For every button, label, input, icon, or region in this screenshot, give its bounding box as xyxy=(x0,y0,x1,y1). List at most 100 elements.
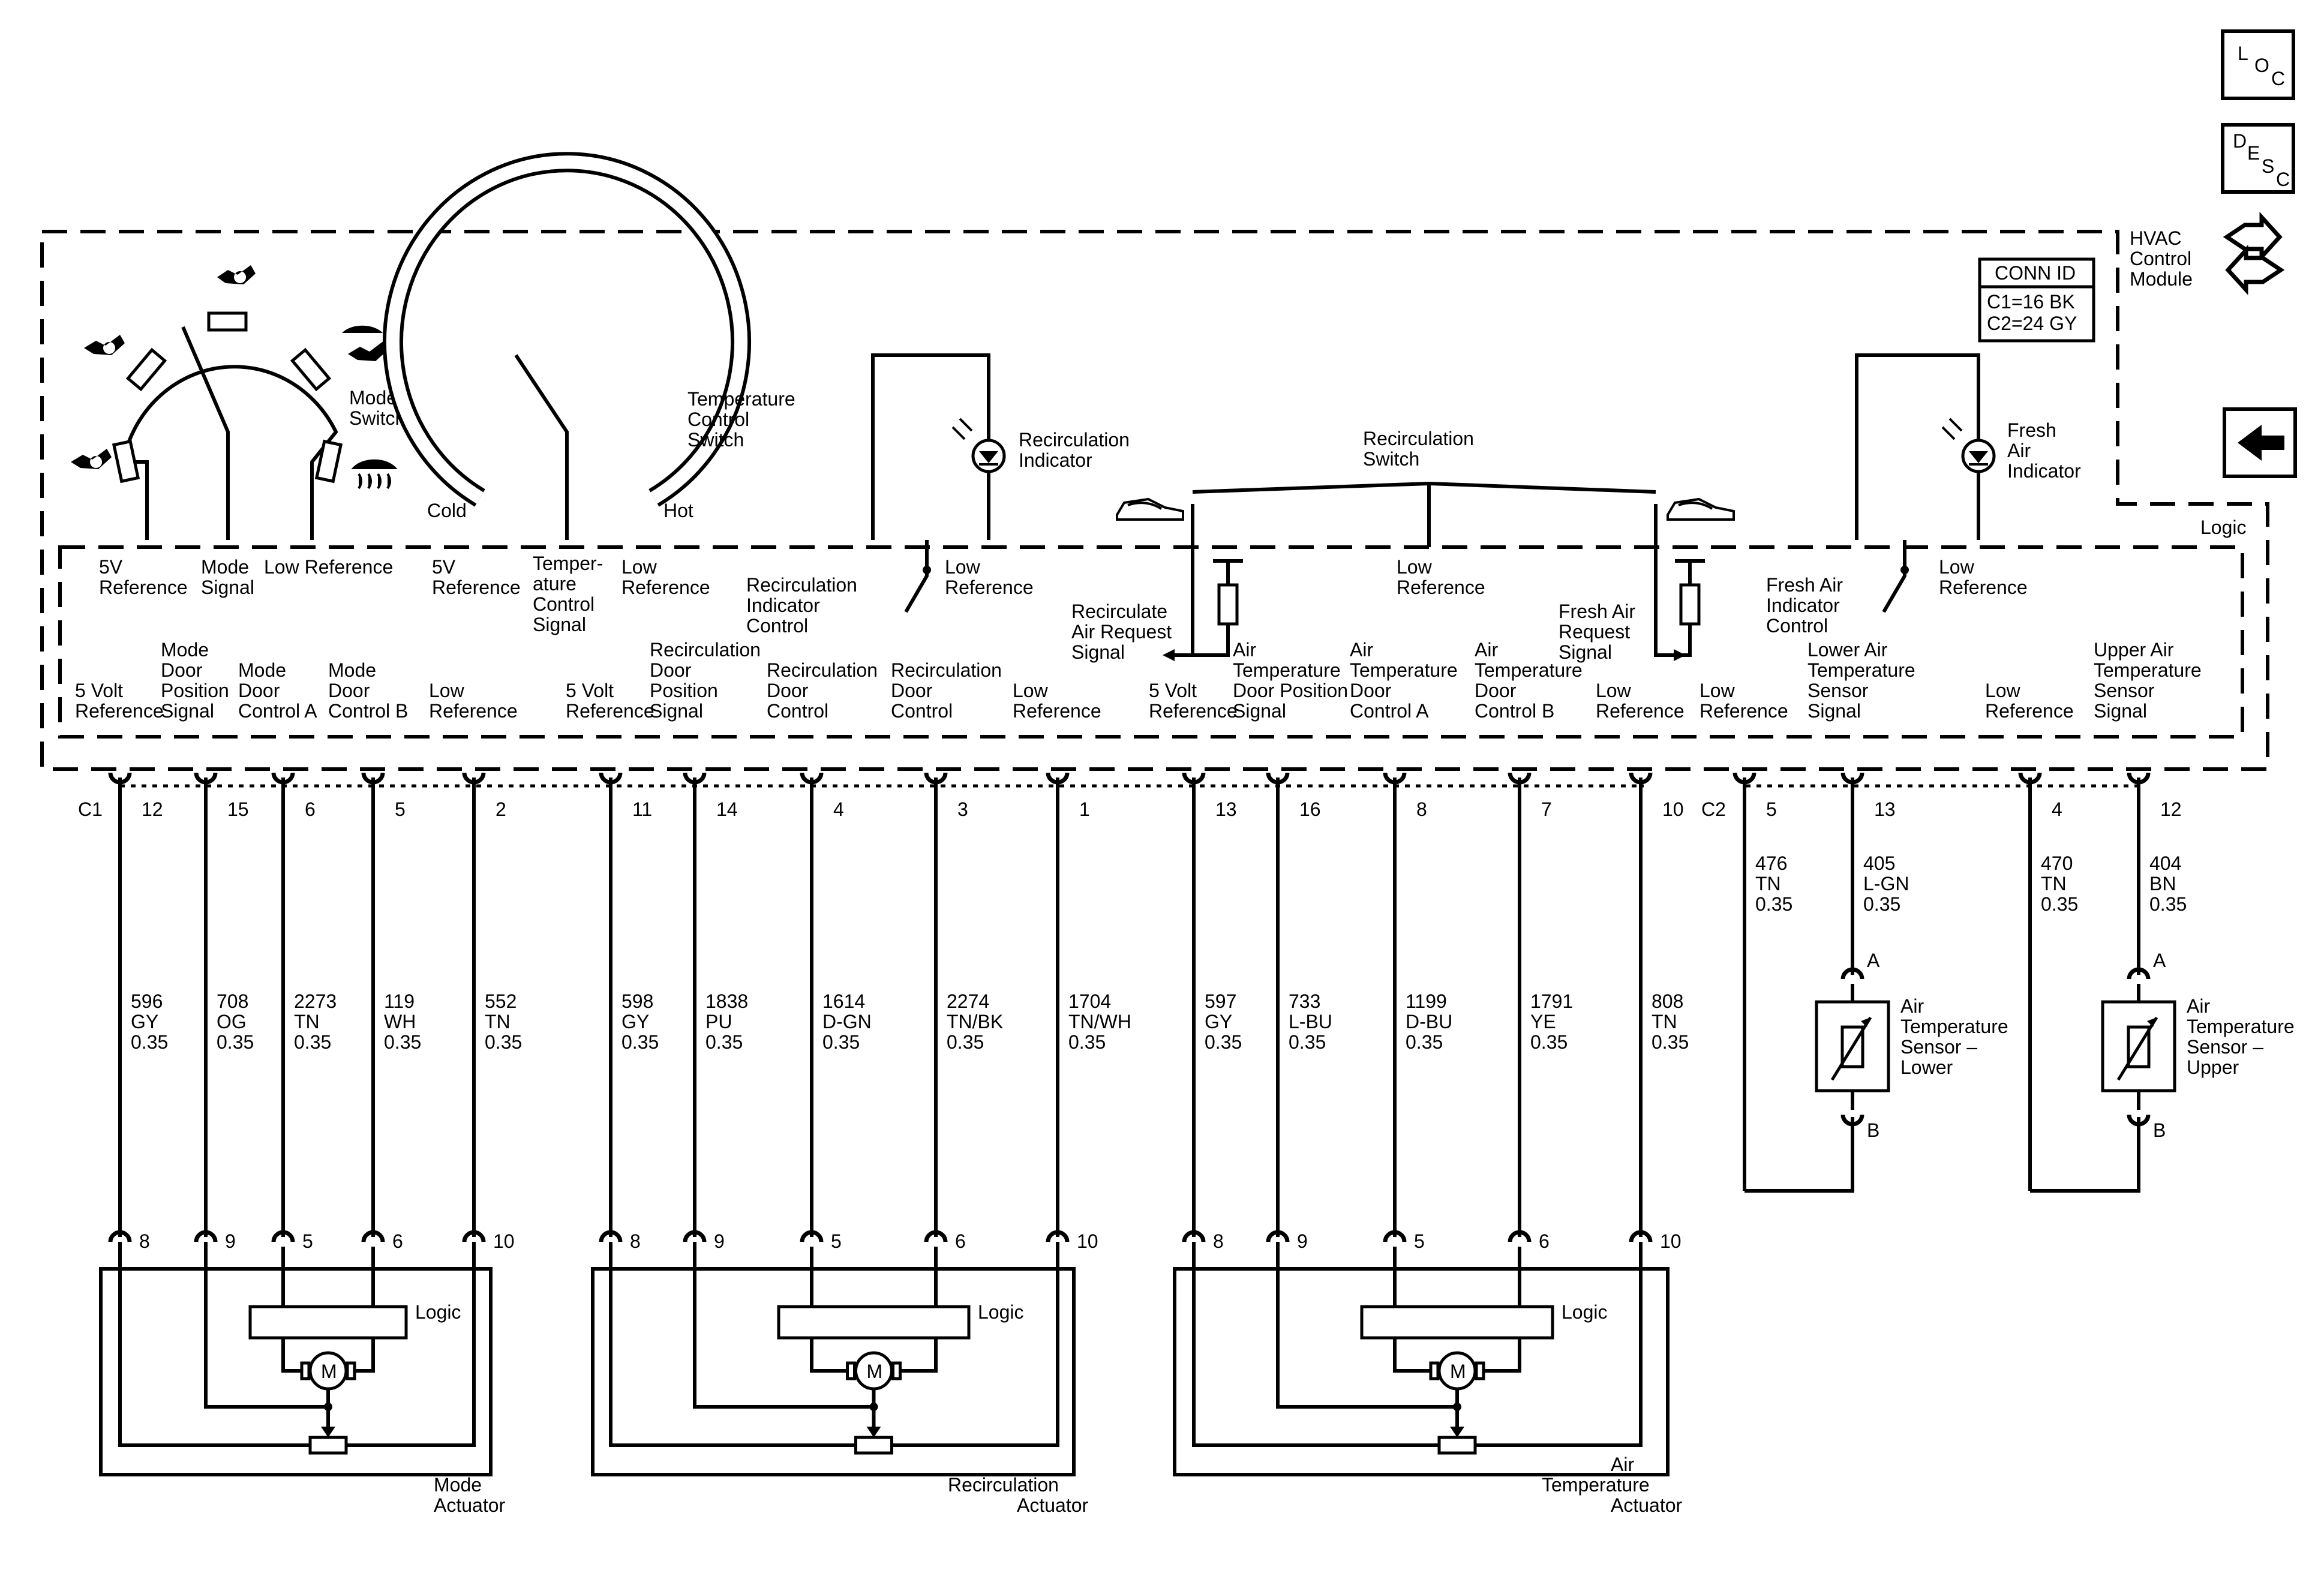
mode-low-1: Low Reference xyxy=(264,556,393,578)
wire-spec-line: 404 xyxy=(2149,852,2181,874)
recirculation-switch: Recirculation Switch xyxy=(1116,428,1735,661)
logic-label: Logic xyxy=(2200,517,2247,538)
wire-spec-line: 708 xyxy=(217,990,248,1012)
conn-id-c1: C1=16 BK xyxy=(1987,291,2075,313)
circuit-name-line: Lower Air xyxy=(1807,639,1888,661)
connector-view-icon[interactable] xyxy=(2223,211,2285,296)
actuator-label-line: Actuator xyxy=(1611,1494,1683,1516)
wire-spec-line: BN xyxy=(2149,873,2176,894)
desc-letter-s: S xyxy=(2262,155,2274,177)
wire-spec-line: 1791 xyxy=(1530,990,1573,1012)
wire-spec-line: 597 xyxy=(1205,990,1236,1012)
sensor-pin-a: A xyxy=(2153,950,2166,971)
mode-ref-1: 5V xyxy=(99,556,123,578)
wire-spec-line: 552 xyxy=(485,990,517,1012)
circuit-name-line: Low xyxy=(429,680,465,701)
defog-icon xyxy=(342,325,389,361)
wire-spec-line: TN/WH xyxy=(1068,1011,1131,1032)
actuator-pin: 10 xyxy=(1660,1230,1682,1252)
wire-spec-line: GY xyxy=(621,1011,649,1032)
wire-spec-line: PU xyxy=(705,1011,732,1032)
module-pin: 13 xyxy=(1874,798,1896,820)
module-pin: 10 xyxy=(1662,798,1684,820)
circuit-name-line: Temperature xyxy=(2094,659,2202,681)
mode-sig-1: Mode xyxy=(201,556,249,578)
module-pin: 11 xyxy=(632,798,652,820)
temp-switch-label-2: Control xyxy=(687,409,749,430)
conn-id-header: CONN ID xyxy=(1995,262,2076,284)
actuator-pin: 6 xyxy=(1539,1230,1550,1252)
actuator-label-line: Recirculation xyxy=(948,1474,1059,1496)
circuit-name-line: Door xyxy=(891,680,933,701)
back-button[interactable] xyxy=(2223,407,2297,478)
module-boundary xyxy=(40,230,2269,771)
recirc-indicator: Recirculation Indicator xyxy=(871,353,1130,613)
recirc-sw-low-1: Low xyxy=(1397,556,1433,578)
loc-letter-o: O xyxy=(2254,55,2269,76)
wire-spec-line: 596 xyxy=(131,990,163,1012)
circuit-name-line: Door Position xyxy=(1233,680,1348,701)
circuit-name-line: 5 Volt xyxy=(1149,680,1197,701)
circuit-name-line: Mode xyxy=(238,659,286,681)
actuator-pin: 8 xyxy=(1213,1230,1224,1252)
circuit-name-line: Position xyxy=(161,680,229,701)
recirc-low-2: Reference xyxy=(945,577,1034,598)
wire-spec-line: 0.35 xyxy=(1652,1031,1689,1053)
temp-switch-label-1: Temperature xyxy=(687,388,795,410)
fresh-low-1: Low xyxy=(1939,556,1975,578)
circuit-name-line: Signal xyxy=(161,700,214,722)
actuator-label-line: Temperature xyxy=(1542,1474,1650,1496)
module-title-3: Module xyxy=(2130,268,2193,290)
recirc-low-1: Low xyxy=(945,556,981,578)
sensor-pin-b: B xyxy=(1867,1119,1879,1141)
wire-spec-line: WH xyxy=(384,1011,416,1032)
temp-ref-1: 5V xyxy=(432,556,456,578)
wire-spec-line: 0.35 xyxy=(1755,893,1792,915)
wire-spec-line: D-GN xyxy=(822,1011,872,1032)
wire-spec-line: TN xyxy=(485,1011,511,1032)
loc-button[interactable]: L O C xyxy=(2221,29,2295,100)
circuit-name-line: Door xyxy=(1350,680,1392,701)
module-pin: 12 xyxy=(2160,798,2182,820)
circuit-name-line: Upper Air xyxy=(2094,639,2174,661)
actuator-pin: 9 xyxy=(714,1230,725,1252)
loc-letter-l: L xyxy=(2238,43,2248,64)
fresh-indicator-label-3: Indicator xyxy=(2007,460,2081,482)
temp-sig-2: ature xyxy=(533,573,577,595)
sensor-pin-a: A xyxy=(1867,950,1880,971)
wire-spec-line: 0.35 xyxy=(131,1031,168,1053)
circuit-name-line: Recirculation xyxy=(650,639,761,661)
circuit-name-line: Sensor xyxy=(1807,680,1869,701)
module-pin: 14 xyxy=(716,798,738,820)
motor-symbol: M xyxy=(867,1361,883,1382)
actuator-logic-block xyxy=(1360,1305,1554,1340)
wire-spec-line: 0.35 xyxy=(822,1031,860,1053)
circuit-name-line: Temperature xyxy=(1350,659,1458,681)
temp-sig-4: Signal xyxy=(533,614,586,635)
recirc-ctrl-3: Control xyxy=(746,615,808,637)
circuit-name-line: Control B xyxy=(1475,700,1554,722)
temp-sig-3: Control xyxy=(533,593,594,615)
wire-spec-line: YE xyxy=(1530,1011,1556,1032)
wire-spec-line: 0.35 xyxy=(217,1031,254,1053)
desc-letter-c: C xyxy=(2276,169,2290,190)
sensor-pin-b: B xyxy=(2153,1119,2166,1141)
wire-spec-line: 808 xyxy=(1652,990,1683,1012)
actuator-pin: 8 xyxy=(630,1230,641,1252)
sensor-label-line: Sensor – xyxy=(1900,1036,1977,1058)
desc-letter-e: E xyxy=(2247,142,2260,164)
desc-button[interactable]: D E S C xyxy=(2221,123,2295,194)
temp-switch-label-3: Switch xyxy=(687,429,744,451)
fresh-ctrl-2: Indicator xyxy=(1766,595,1840,616)
circuit-name-line: Mode xyxy=(161,639,209,661)
wire-spec-line: 0.35 xyxy=(1289,1031,1326,1053)
mode-switch: Mode Switch xyxy=(71,265,406,540)
circuit-name-line: Low xyxy=(1985,680,2021,701)
sensor-label-line: Air xyxy=(1900,995,1924,1017)
module-title-1: HVAC xyxy=(2130,227,2182,249)
